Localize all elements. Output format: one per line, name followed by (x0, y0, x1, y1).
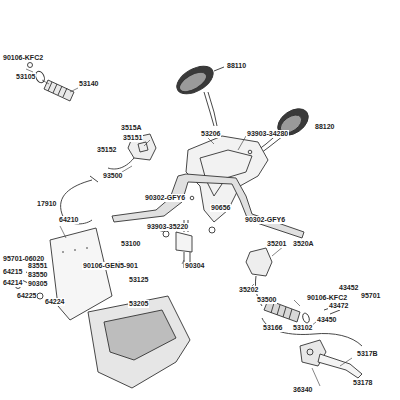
washer (37, 293, 43, 299)
part-number: 90305 (27, 280, 48, 288)
grip-end (301, 312, 310, 323)
part-number: 53205 (128, 300, 149, 308)
mirror-glass (177, 68, 210, 95)
part-number: 64215 (2, 268, 23, 276)
bar-tube (112, 174, 304, 238)
bolt (28, 63, 33, 68)
part-number: 3520A (292, 240, 315, 248)
part-number: 90106-KFC2 (2, 54, 44, 62)
cover-shell (88, 296, 190, 388)
part-number: 53206 (200, 130, 221, 138)
grip-knurl (48, 82, 67, 97)
part-number: 35152 (96, 146, 117, 154)
part-number: 93903-35220 (146, 223, 189, 231)
handlebar (112, 174, 304, 268)
switch-housing (246, 248, 272, 276)
part-number: 93500 (102, 172, 123, 180)
part-number: 43452 (338, 284, 359, 292)
screw (190, 196, 194, 200)
part-number: 53140 (78, 80, 99, 88)
part-number: 35151 (122, 134, 143, 142)
part-number: 90302-GFY6 (244, 216, 286, 224)
part-number: 90106-KFC2 (306, 294, 348, 302)
screen-holes (62, 248, 88, 252)
cable-end (90, 176, 98, 182)
windscreen (16, 228, 113, 320)
left-grip (28, 63, 75, 102)
part-number: 53125 (128, 276, 149, 284)
screen-panel (50, 228, 112, 320)
part-number: 64225 (16, 292, 37, 300)
part-number: 35202 (238, 286, 259, 294)
part-number: 93903-34280 (246, 130, 289, 138)
cover-window (104, 310, 176, 360)
part-number: 88120 (314, 123, 335, 131)
part-number: 90304 (184, 262, 205, 270)
grip-body (44, 80, 74, 101)
part-number: 53166 (262, 324, 283, 332)
part-number: 43472 (328, 302, 349, 310)
mirror-stem (204, 92, 217, 126)
part-number: 90656 (210, 204, 231, 212)
part-number: 53100 (120, 240, 141, 248)
part-number: 53102 (292, 324, 313, 332)
mirror-left (172, 60, 224, 126)
leader (214, 67, 224, 71)
part-number: 95701 (360, 292, 381, 300)
part-number: 43450 (316, 316, 337, 324)
part-number: 53178 (352, 379, 373, 387)
bolt (209, 227, 215, 233)
part-number: 36340 (292, 386, 313, 394)
brake-lever (300, 340, 362, 378)
part-number: 90302-GFY6 (144, 194, 186, 202)
mirror-head (172, 60, 218, 99)
mirror-right (258, 103, 313, 153)
part-number: 64210 (58, 216, 79, 224)
part-number: 83550 (27, 271, 48, 279)
screw (248, 150, 252, 154)
part-number: 64224 (44, 298, 65, 306)
part-number: 5317B (356, 350, 379, 358)
part-number: 35201 (266, 240, 287, 248)
part-number: 88110 (226, 62, 247, 70)
part-number: 3515A (120, 124, 143, 132)
leader-lines (26, 69, 352, 386)
cover-inner (200, 150, 252, 196)
grip-knurl (271, 303, 292, 319)
part-number: 53500 (256, 296, 277, 304)
pivot (307, 349, 313, 355)
cable (262, 318, 362, 346)
part-number: 83551 (27, 262, 48, 270)
bar-clamp (176, 232, 192, 252)
part-number: 90106-GEN5-901 (82, 262, 139, 270)
part-number: 17910 (36, 200, 57, 208)
part-number: 64214 (2, 279, 23, 287)
part-number: 53105 (15, 73, 36, 81)
lower-cover (88, 296, 190, 388)
